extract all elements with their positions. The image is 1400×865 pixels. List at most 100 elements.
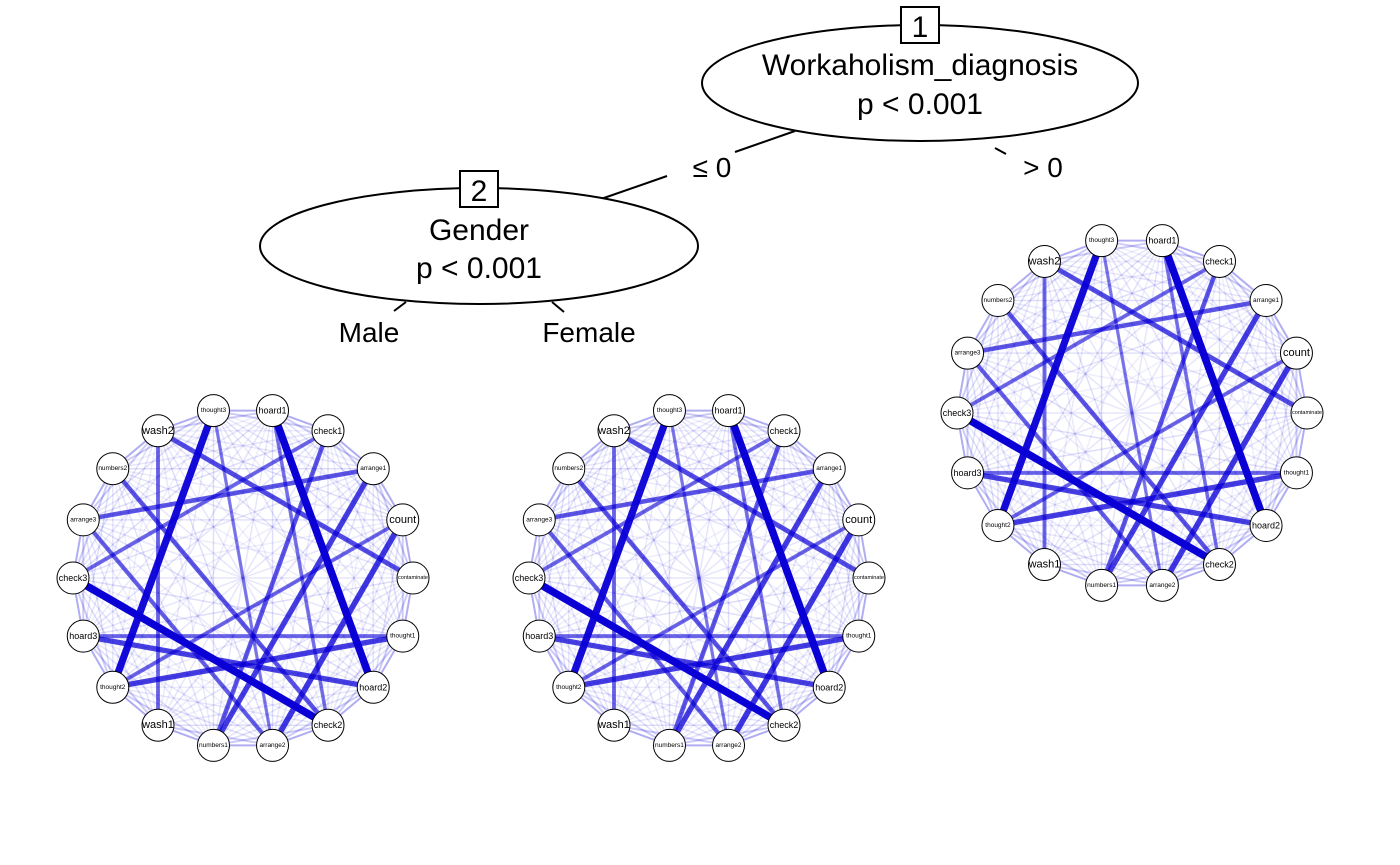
node-circle xyxy=(981,508,1015,542)
node-id: 1 xyxy=(912,11,929,44)
edge-check3-check2 xyxy=(955,409,1222,568)
node-thought1: thought1 xyxy=(386,619,420,653)
weak-edge xyxy=(997,524,1220,566)
weak-edge xyxy=(669,635,860,747)
node-thought3: thought3 xyxy=(196,394,230,428)
weak-edge xyxy=(538,635,670,746)
weak-edge xyxy=(966,352,1046,565)
node-circle xyxy=(940,396,974,430)
weak-edge xyxy=(956,412,1267,527)
node-check1: check1 xyxy=(767,414,801,448)
weak-edge xyxy=(613,577,870,726)
node-circle xyxy=(712,394,746,428)
node-circle xyxy=(196,728,230,762)
node-hoard2: hoard2 xyxy=(812,670,846,704)
node-label: wash2 xyxy=(597,425,630,437)
edge-arrange1-numbers1 xyxy=(211,467,376,747)
strong-edges xyxy=(71,409,415,747)
node-circle xyxy=(597,708,631,742)
network-nodes: hoard1check1arrange1countcontaminatethou… xyxy=(56,394,430,762)
edge-arrange3-arrange1 xyxy=(967,298,1267,356)
edge-node1-left-upper xyxy=(734,130,796,153)
weak-edge xyxy=(568,686,785,726)
weak-edge xyxy=(613,519,860,726)
node-wash2: wash2 xyxy=(597,414,631,448)
weak-edge xyxy=(539,519,870,579)
node-label: contaminate xyxy=(398,575,428,581)
edge-hoard1-check2 xyxy=(270,410,330,726)
weak-edge xyxy=(213,409,374,470)
weak-edge xyxy=(967,352,1308,414)
weak-edge xyxy=(956,412,1103,586)
weak-edge xyxy=(1044,260,1297,474)
node-hoard3: hoard3 xyxy=(522,619,556,653)
weak-edge xyxy=(568,467,859,521)
node-label: wash2 xyxy=(1028,255,1061,267)
node-p-value: p < 0.001 xyxy=(416,252,542,285)
node-check1: check1 xyxy=(311,414,345,448)
weak-edge xyxy=(271,410,414,579)
weak-edge xyxy=(783,430,870,579)
node-circle xyxy=(256,394,290,428)
node-circle xyxy=(812,452,846,486)
node-label: check2 xyxy=(1205,560,1234,570)
node-label: hoard2 xyxy=(815,682,843,692)
edge-arrange1-numbers1 xyxy=(667,467,832,747)
node-circle xyxy=(96,452,130,486)
weak-edge xyxy=(157,577,414,726)
weak-edge xyxy=(568,468,870,579)
node-arrange2: arrange2 xyxy=(712,728,746,762)
node-label: arrange2 xyxy=(260,742,286,749)
leaf-network-female: hoard1check1arrange1countcontaminatethou… xyxy=(512,394,886,762)
node-check2: check2 xyxy=(1203,548,1236,582)
weak-edge xyxy=(1044,260,1267,302)
node-label: check1 xyxy=(314,426,343,436)
node-numbers1: numbers1 xyxy=(1085,568,1119,602)
weak-edge xyxy=(112,468,274,746)
node-circle xyxy=(311,414,345,448)
node-circle xyxy=(96,670,130,704)
node-circle xyxy=(652,728,686,762)
weak-edge xyxy=(528,468,830,579)
weak-edge xyxy=(613,410,730,726)
node-circle xyxy=(1203,244,1236,278)
node-label: contaminate xyxy=(1292,410,1322,416)
weak-edge xyxy=(157,519,404,726)
weak-edge xyxy=(1161,261,1221,586)
node-label: check3 xyxy=(943,408,972,418)
weak-edge xyxy=(828,519,860,688)
weak-edge xyxy=(966,300,999,473)
split-node-1: 1 Workaholism_diagnosis p < 0.001 xyxy=(701,6,1139,142)
weak-edge xyxy=(997,524,1163,587)
node-circle xyxy=(1085,224,1119,258)
node-arrange3: arrange3 xyxy=(522,503,556,537)
node-contaminate: contaminate xyxy=(852,561,886,595)
node-label: count xyxy=(845,514,872,526)
node-circle xyxy=(552,670,586,704)
node-arrange1: arrange1 xyxy=(812,452,846,486)
node-numbers1: numbers1 xyxy=(652,728,686,762)
weak-edge xyxy=(1161,240,1308,414)
edge-count-thought2 xyxy=(111,518,404,689)
node-check2: check2 xyxy=(767,708,801,742)
edge-arrange3-arrange2 xyxy=(965,351,1165,587)
weak-edge xyxy=(568,409,729,470)
node-p-value: p < 0.001 xyxy=(857,88,983,121)
weak-edge xyxy=(213,686,374,747)
node-hoard1: hoard1 xyxy=(256,394,290,428)
node-circle xyxy=(852,561,886,595)
node-label: arrange3 xyxy=(955,350,981,357)
node-label: check1 xyxy=(1205,256,1234,266)
weak-edge xyxy=(1218,352,1298,565)
weak-edge xyxy=(112,410,274,688)
node-circle xyxy=(842,503,876,537)
node-label: hoard1 xyxy=(1148,236,1176,246)
weak-edge xyxy=(668,519,860,746)
edge-node2-right xyxy=(551,301,565,313)
node-label: thought2 xyxy=(556,684,582,691)
weak-edge xyxy=(1101,240,1298,474)
weak-edge xyxy=(1044,412,1308,566)
node-circle xyxy=(356,452,390,486)
weak-edge xyxy=(82,409,273,521)
weak-edge xyxy=(783,430,860,637)
